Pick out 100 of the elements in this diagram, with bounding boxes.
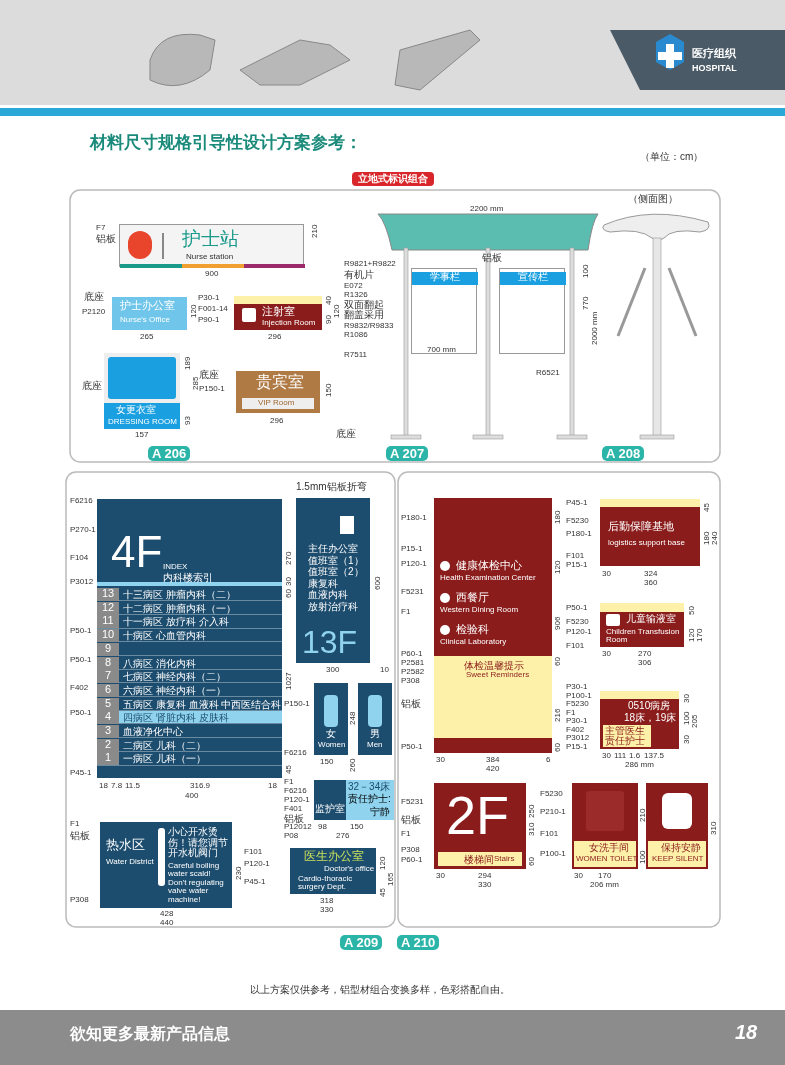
sign-text: 9 [97,642,119,656]
sign-text: 西餐厅 [456,592,489,604]
dimension-label: 210 [311,224,319,238]
sign-text: 儿童输液室 [626,614,676,625]
dimension-label: F101 [244,848,263,856]
dimension-label: 1027 [285,672,293,690]
sign-text: 贵宾室 [256,374,304,391]
sign-text: Women [318,741,346,750]
dimension-label: P45-1 [566,499,588,507]
figure-badge: A 210 [397,935,440,950]
dimension-label: 400 [185,792,199,800]
dimension-label: 底座 [199,370,219,380]
toilet-sign [358,683,392,755]
sign-text: 11 [97,615,119,629]
section-tag: 立地式标识组合 [352,172,434,186]
wall-sign [600,499,700,566]
dimension-label: F5231 [401,798,424,806]
sign-text: Western Dining Room [440,606,519,615]
dimension-label: 210 [639,808,647,822]
sign-text: 血液内科 [308,590,348,601]
dimension-label: P15-1 [566,561,588,569]
dimension-label: P3012 [566,734,590,742]
dimension-label: F5230 [566,618,589,626]
dimension-label: 248 [349,711,357,725]
directory-row [97,738,282,752]
floor-directory-sign [97,499,282,778]
dimension-label: P150-1 [284,700,310,708]
dimension-label: F401 [284,805,303,813]
door-sign [104,353,180,429]
dimension-label: 265 [140,333,154,341]
dimension-label: P50-1 [70,627,92,635]
sign-text: Stairs [494,855,515,863]
dimension-label: 285 [192,376,200,390]
dimension-label: F101 [566,552,585,560]
dimension-label: P180-1 [566,530,592,538]
sign-text: 值班室（1） [308,555,364,566]
dimension-label: 双面翻起翻盖采用 [344,300,385,320]
dimension-label: 240 [711,531,719,545]
dimension-label: P210-1 [540,808,566,816]
sign-text: 宁静 [370,807,390,818]
dimension-label: 330 [320,906,334,914]
sign-text: 十三病区 肿瘤内科（二） [123,590,236,601]
dimension-label: 150 [350,823,364,831]
floor-sign [434,783,526,869]
dimension-label: 170 [696,628,704,642]
sign-text: 女更衣室 [116,405,156,416]
dimension-label: F1 [401,830,411,838]
sign-text: 监护室 [315,804,345,815]
sign-text: 13F [302,626,358,660]
dimension-label: 100 [639,850,647,864]
dimension-label: P120-1 [244,860,270,868]
sign-text: 血液净化中心 [123,727,183,738]
dimension-label: R1326 [344,291,368,299]
sign-text: 十二病区 肿瘤内科（一） [123,603,236,615]
dimension-label: 100 [582,264,590,278]
dimension-label: F5230 [540,790,563,798]
directory-row [97,588,282,602]
dimension-label: 276 [336,832,350,840]
dimension-label: F5230 [566,517,589,525]
sign-text: DRESSING ROOM [108,418,177,427]
sign-text: 32－34床 [348,782,391,793]
dimension-label: P2582 [401,668,425,676]
header-text: HOSPITAL [692,64,737,73]
sign-text: Injection Room [262,319,316,328]
sign-text: Clinical Laboratory [440,638,507,647]
dimension-label: P60-1 [401,650,423,658]
dimension-label: F6216 [284,749,307,757]
dimension-label: 286 mm [625,761,654,769]
dimension-label: 700 mm [427,346,456,354]
directory-row [97,615,282,629]
dimension-label: 底座 [84,292,104,302]
wall-sign [112,297,187,330]
sign-text: 男 [370,729,380,740]
dimension-label: 150 [320,758,334,766]
unit-note: （单位：cm） [640,152,704,162]
sign-text: 放射治疗科 [308,601,358,612]
dimension-label: P15-1 [401,545,423,553]
sign-text: 小心开水烫伤！请您调节开水机阀门 [168,827,229,859]
directory-row [97,629,282,643]
directory-row [97,683,282,698]
sign-text: 4F [111,529,163,576]
dimension-label: R9832/R9833 [344,322,394,330]
dimension-label: F1 [566,708,576,717]
directory-row [97,725,282,739]
sign-text: 0510病房 [628,701,671,712]
sign-text: 4 [97,711,119,725]
dimension-label: P150-1 [199,385,225,393]
dimension-label: P60-1 [401,856,423,864]
sign-text: 5 [97,697,119,711]
dimension-label: 45 [285,765,293,774]
sign-text: 10 [97,629,119,643]
sign-text: 热水区 [106,838,145,852]
sign-text: Children Transfusion Room [606,628,681,645]
dimension-label: F1 [284,778,294,786]
dimension-label: 120 [333,304,341,318]
dimension-label: F101 [540,830,559,838]
footnote: 以上方案仅供参考，铝型材组合变换多样，色彩搭配自由。 [250,985,510,995]
hanging-sign [119,224,304,267]
sign-text: 6 [97,683,119,697]
dimension-label: P30-1 [566,683,588,691]
